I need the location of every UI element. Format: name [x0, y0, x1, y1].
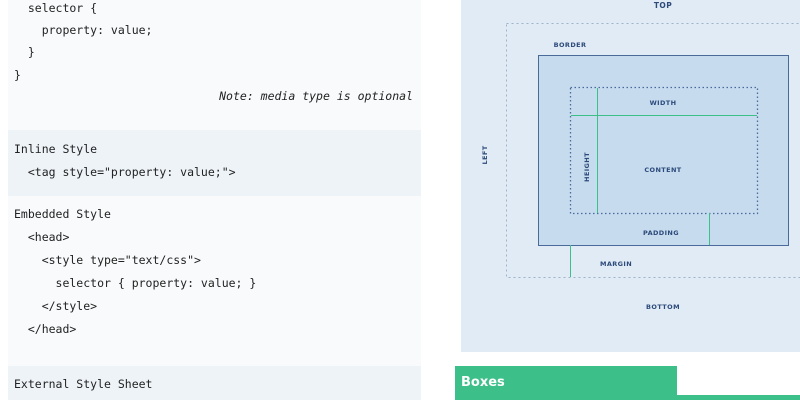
width-label: WIDTH — [649, 99, 677, 107]
inline-style-block: Inline Style <tag style="property: value… — [8, 130, 421, 196]
code-line: selector { property: value; } — [14, 276, 257, 290]
padding-label: PADDING — [643, 229, 679, 237]
code-line: <style type="text/css"> — [14, 253, 201, 267]
top-label: TOP — [653, 1, 673, 10]
margin-label: MARGIN — [599, 260, 633, 268]
height-label: HEIGHT — [583, 152, 591, 182]
code-line: } — [14, 68, 21, 82]
media-note: Note: media type is optional — [219, 89, 413, 103]
bottom-label: BOTTOM — [646, 303, 680, 311]
block-title: Inline Style — [14, 142, 98, 156]
block-title: External Style Sheet — [14, 377, 153, 391]
content-label: CONTENT — [644, 166, 682, 174]
embedded-style-block: Embedded Style <head> <style type="text/… — [8, 196, 421, 366]
code-line: property: value; — [14, 23, 153, 37]
section-divider — [677, 395, 800, 400]
code-line: </style> — [14, 299, 98, 313]
left-label: LEFT — [481, 145, 489, 165]
block-title: Embedded Style — [14, 207, 111, 221]
box-model-diagram: TOP BORDER LEFT WIDTH HEIGHT CONTENT PAD… — [461, 0, 800, 352]
media-code-block: selector { property: value; } } Note: me… — [8, 0, 421, 130]
code-line: <tag style="property: value;"> — [14, 165, 236, 179]
border-box — [538, 55, 789, 246]
code-line: <head> — [14, 230, 70, 244]
margin-box — [506, 23, 800, 278]
padding-box — [569, 86, 759, 215]
box-model-shapes — [506, 23, 800, 278]
code-line: </head> — [14, 322, 77, 336]
code-line: selector { — [14, 1, 98, 15]
code-line: } — [14, 45, 35, 59]
border-label: BORDER — [553, 41, 587, 49]
external-style-block: External Style Sheet — [8, 366, 421, 400]
boxes-section-header: Boxes — [455, 366, 677, 400]
section-title: Boxes — [461, 375, 505, 390]
